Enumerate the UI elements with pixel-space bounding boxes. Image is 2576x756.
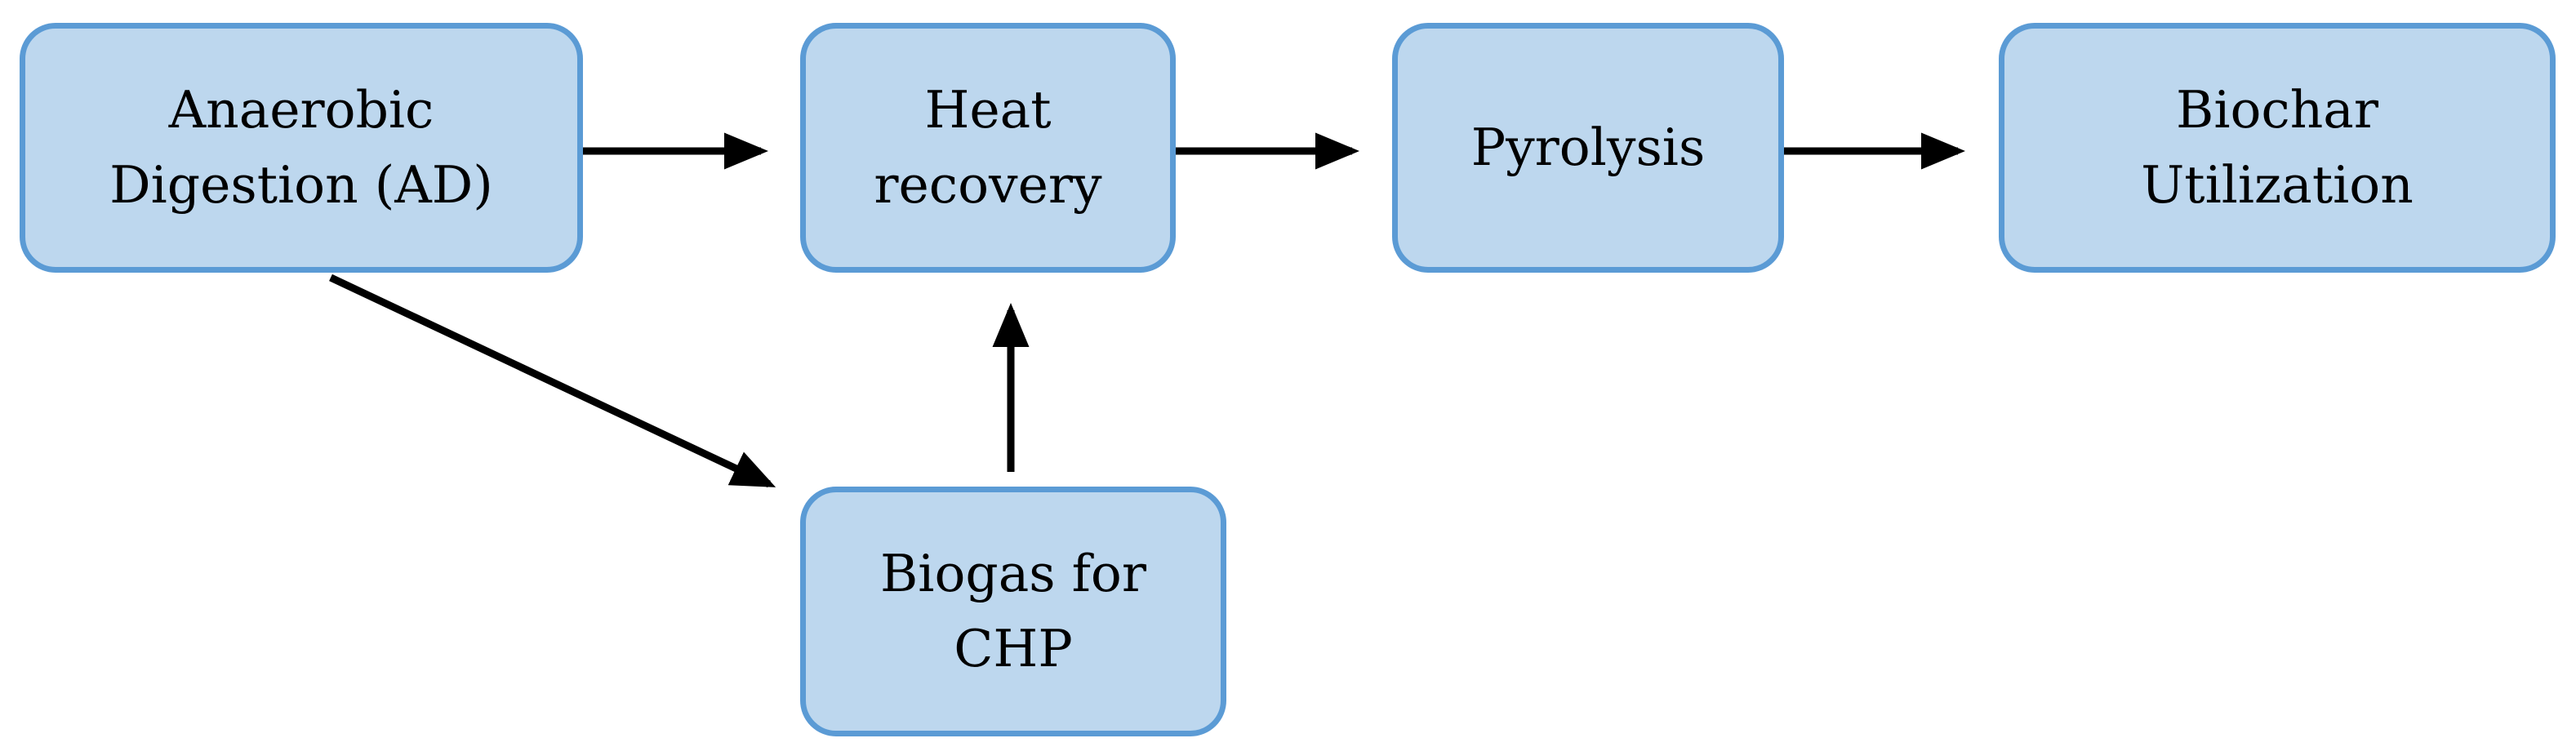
node-label-line: Biochar [2176,80,2378,140]
node-label-line: Utilization [2141,155,2414,215]
node-pyrolysis: Pyrolysis [1392,23,1784,273]
node-label: Heat recovery [874,73,1101,223]
node-heat-recovery: Heat recovery [800,23,1176,273]
node-biogas-for-chp: Biogas for CHP [800,487,1226,736]
node-label-line: Pyrolysis [1470,118,1706,177]
node-label: Biochar Utilization [2141,73,2414,223]
node-label: Biogas for CHP [880,536,1146,687]
node-label-line: recovery [874,155,1102,215]
arrow-ad-to-biogas [329,273,776,488]
node-label-line: Digestion (AD) [109,155,493,215]
node-label-line: Anaerobic [168,80,434,140]
node-anaerobic-digestion: Anaerobic Digestion (AD) [20,23,583,273]
node-label-line: CHP [954,619,1073,678]
node-label: Anaerobic Digestion (AD) [109,73,493,223]
node-label-line: Biogas for [880,544,1146,603]
node-label: Pyrolysis [1471,110,1706,185]
node-biochar-utilization: Biochar Utilization [1999,23,2556,273]
node-label-line: Heat [924,80,1052,140]
